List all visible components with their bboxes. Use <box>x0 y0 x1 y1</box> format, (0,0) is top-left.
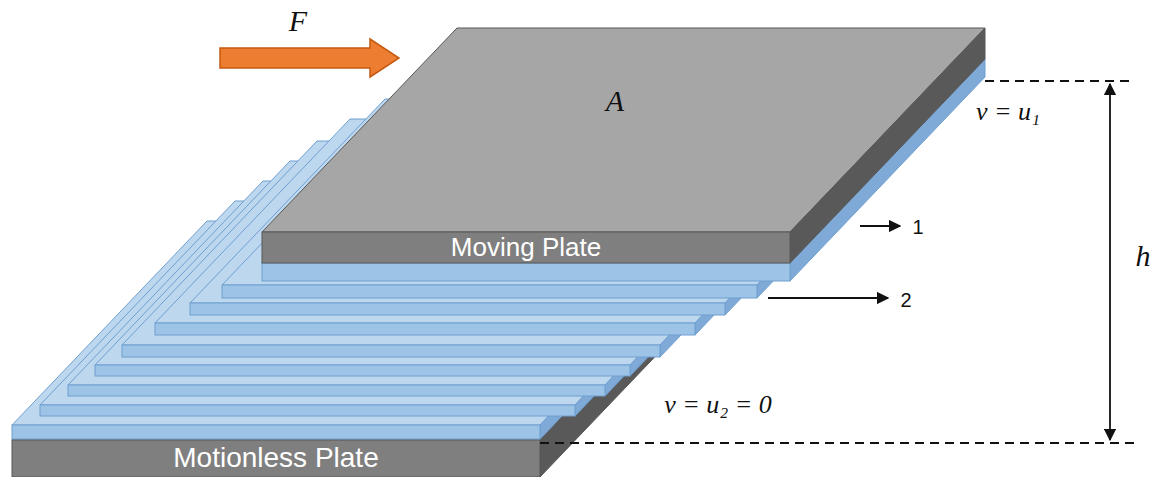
front-face <box>190 303 725 315</box>
moving-plate-label: Moving Plate <box>262 232 790 263</box>
front-face <box>222 285 757 298</box>
front-face <box>12 440 540 477</box>
callout-number: 2 <box>900 289 911 311</box>
velocity-label: v = u₁ <box>976 98 1040 127</box>
front-face <box>155 323 695 335</box>
force-label: F <box>289 4 307 37</box>
callout-number: 1 <box>912 216 923 238</box>
height-label: h <box>1136 239 1151 272</box>
dashed-line <box>985 80 1135 82</box>
dashed-line <box>540 442 1135 444</box>
front-face <box>68 385 605 396</box>
front-face <box>40 405 575 416</box>
front-face <box>95 365 630 376</box>
layer-arrow <box>768 297 888 299</box>
velocity-label: v = u₂ = 0 <box>664 391 772 420</box>
motionless-plate-label: Motionless Plate <box>12 440 540 477</box>
plate-name: Moving Plate <box>451 233 601 262</box>
force-arrow <box>220 39 399 77</box>
front-face <box>122 345 660 357</box>
front-face <box>262 232 790 263</box>
front-face <box>12 425 540 439</box>
plate-name: Motionless Plate <box>173 443 378 474</box>
front-face <box>262 263 790 281</box>
layer-arrow <box>860 225 900 227</box>
area-label: A <box>606 84 624 117</box>
side-face <box>790 28 985 263</box>
dimension-arrow <box>1109 84 1111 440</box>
